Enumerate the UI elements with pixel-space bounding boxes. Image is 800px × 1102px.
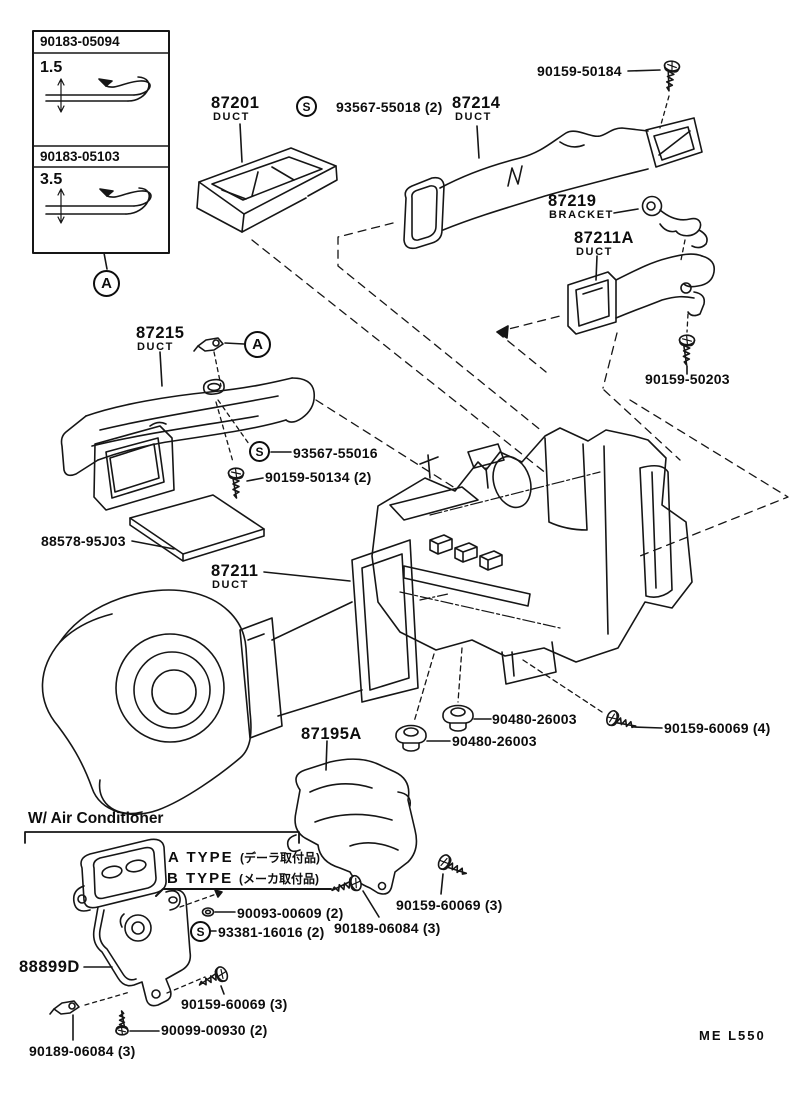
inset-part-number-1: 90183-05094 [40, 34, 120, 49]
part-label-87211a: 87211A [574, 229, 634, 247]
page-code: ME L550 [699, 1028, 766, 1043]
inset-part-number-2: 90183-05103 [40, 149, 120, 164]
clip-a-icon [193, 337, 244, 386]
type-a-note: (デーラ取付品) [240, 851, 320, 865]
construction-dashed-lines [252, 223, 788, 556]
part-label-88899d: 88899D [19, 958, 80, 976]
part-label-88578: 88578-95J03 [41, 533, 126, 549]
duct-87211a-art [568, 254, 714, 334]
fastener-label-90189-06084-b: 90189-06084 (3) [29, 1043, 136, 1059]
fastener-label-90480-26003-b: 90480-26003 [452, 733, 537, 749]
fastener-label-90189-06084-a: 90189-06084 (3) [334, 920, 441, 936]
part-sub-87211: DUCT [212, 579, 249, 591]
part-sub-87214: DUCT [455, 111, 492, 123]
bottom-fasteners [49, 964, 231, 1040]
panel-88578-art [130, 495, 264, 561]
part-sub-87215: DUCT [137, 341, 174, 353]
dashed-arrowhead [497, 326, 508, 338]
grommets-and-screws [395, 648, 662, 752]
part-label-87201: 87201 [211, 94, 260, 112]
part-label-87211: 87211 [211, 562, 259, 580]
bracket-87219-art [614, 197, 707, 261]
fastener-label-90159-60069-4: 90159-60069 (4) [664, 720, 771, 736]
fastener-label-90159-50203: 90159-50203 [645, 371, 730, 387]
type-a-label: A TYPE [168, 849, 234, 866]
duct-87214-art [404, 118, 702, 248]
duct-87201-art [197, 124, 337, 232]
marker-s-circle-1: S [296, 96, 317, 117]
inset-size-2: 3.5 [40, 171, 63, 188]
part-sub-87219: BRACKET [549, 209, 614, 221]
fastener-label-93567-55016: 93567-55016 [293, 445, 378, 461]
part-label-87214: 87214 [452, 94, 501, 112]
marker-s-circle-3: S [190, 921, 211, 942]
part-label-87215: 87215 [136, 324, 185, 342]
inset-clip-box-art [33, 31, 169, 269]
inset-size-1: 1.5 [40, 59, 63, 76]
marker-a-circle-1: A [93, 270, 120, 297]
part-sub-87211a: DUCT [576, 246, 613, 258]
fastener-label-90099-00930: 90099-00930 (2) [161, 1022, 268, 1038]
screw-90159-50203-icon [677, 314, 696, 374]
register-88899d-art [74, 839, 191, 1005]
fastener-label-90159-50184: 90159-50184 [537, 63, 622, 79]
duct-87215-art [62, 352, 315, 510]
fastener-55016-50134-leaders [216, 400, 291, 499]
fastener-label-93381-16016: 93381-16016 (2) [218, 924, 325, 940]
type-b-label: B TYPE [167, 870, 234, 887]
part-label-87195a: 87195A [301, 725, 362, 743]
part-label-87219: 87219 [548, 192, 597, 210]
screw-90159-50184-icon [628, 59, 681, 128]
duct-87211-art [264, 540, 448, 702]
marker-a-circle-2: A [244, 331, 271, 358]
fastener-label-90159-60069-3b: 90159-60069 (3) [181, 996, 288, 1012]
fastener-label-90159-60069-3a: 90159-60069 (3) [396, 897, 503, 913]
blower-assembly-art [42, 590, 362, 814]
marker-s-circle-2: S [249, 441, 270, 462]
part-sub-87201: DUCT [213, 111, 250, 123]
heater-unit-art [372, 428, 692, 684]
fastener-label-90159-50134: 90159-50134 (2) [265, 469, 372, 485]
duct-87195a-art [288, 741, 417, 894]
section-label-with-ac: W/ Air Conditioner [28, 810, 164, 827]
fastener-label-93567-55018: 93567-55018 (2) [336, 99, 443, 115]
type-b-note: (メーカ取付品) [239, 872, 319, 886]
fastener-label-90480-26003-a: 90480-26003 [492, 711, 577, 727]
fastener-label-90093-00609: 90093-00609 (2) [237, 905, 344, 921]
